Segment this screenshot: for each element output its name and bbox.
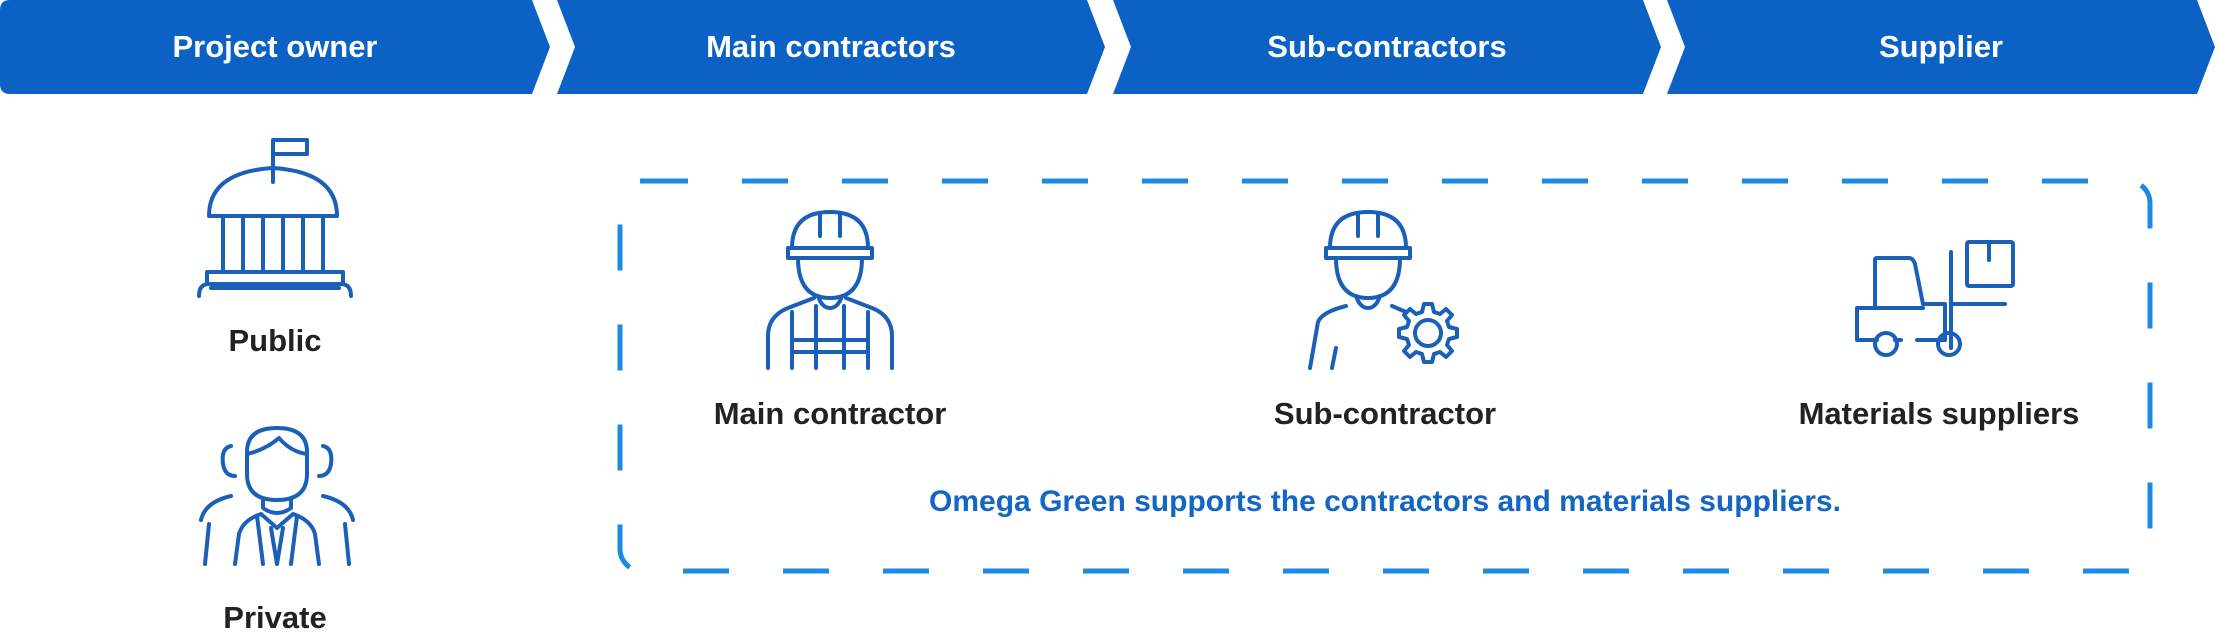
owner-label-private: Private xyxy=(223,600,327,635)
construction-worker-vest-icon xyxy=(766,208,896,372)
support-note: Omega Green supports the contractors and… xyxy=(929,485,1841,518)
contractors-suppliers-dashed-box xyxy=(617,178,2153,574)
role-label-sub-contractor: Sub-contractor xyxy=(1273,396,1497,431)
role-label-materials-suppliers: Materials suppliers xyxy=(1798,396,2080,431)
business-people-icon xyxy=(195,424,355,568)
owner-label-public: Public xyxy=(228,323,322,358)
stage-label: Supplier xyxy=(1878,29,2003,64)
role-label-main-contractor: Main contractor xyxy=(713,396,947,431)
stage-label: Sub-contractors xyxy=(1267,29,1507,64)
stage-main-contractors: Main contractors xyxy=(557,0,1105,94)
government-building-icon xyxy=(195,136,355,300)
stage-project-owner: Project owner xyxy=(0,0,550,94)
stage-label: Main contractors xyxy=(706,29,956,64)
stage-sub-contractors: Sub-contractors xyxy=(1113,0,1661,94)
stage-supplier: Supplier xyxy=(1667,0,2215,94)
stage-label: Project owner xyxy=(172,29,378,64)
worker-with-gear-icon xyxy=(1306,208,1460,372)
stage-chevron-bar: Project owner Main contractors Sub-contr… xyxy=(0,0,2220,94)
forklift-icon xyxy=(1855,238,2019,362)
